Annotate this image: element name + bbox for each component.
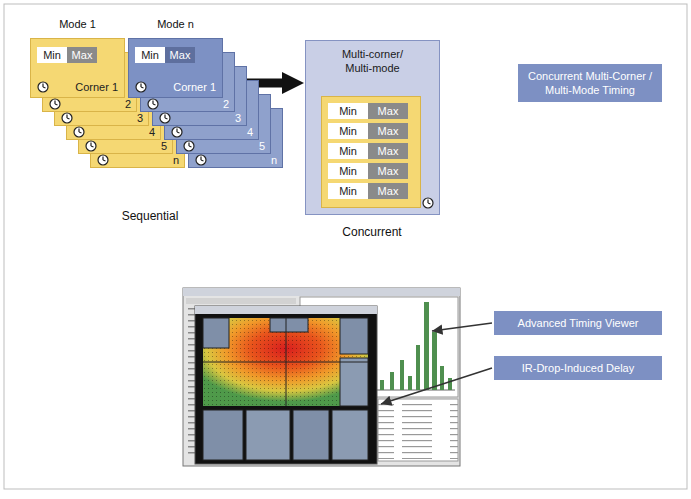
frame (4, 4, 687, 489)
screenshot-detail (195, 306, 377, 464)
clock-icon (135, 81, 147, 93)
screenshot-detail (183, 288, 460, 296)
screenshot-detail (246, 410, 290, 460)
clock-icon (73, 126, 85, 138)
corner-number: n (271, 154, 277, 166)
screenshot-detail (408, 376, 412, 390)
max-cell: Max (67, 47, 97, 63)
corner-label: Corner 1 (37, 80, 118, 94)
max-cell: Max (368, 143, 408, 159)
corner-number: 5 (259, 140, 265, 152)
clock-icon (159, 112, 171, 124)
corner-number: 2 (125, 98, 131, 110)
min-cell: Min (135, 47, 165, 63)
screenshot-detail (203, 410, 243, 460)
screenshot-detail (424, 302, 429, 390)
clock-icon (183, 140, 195, 152)
corner-number: 4 (149, 126, 155, 138)
feature-box: Concurrent Multi-Corner / Multi-Mode Tim… (518, 64, 662, 102)
clock-icon (195, 154, 207, 166)
min-cell: Min (328, 163, 368, 179)
min-cell: Min (328, 103, 368, 119)
screenshot-detail (340, 318, 368, 354)
screenshot-detail (286, 318, 287, 406)
min-cell: Min (37, 47, 67, 63)
screenshot-detail (440, 366, 444, 390)
max-cell: Max (368, 163, 408, 179)
clock-icon (61, 112, 73, 124)
screenshot-detail (203, 318, 368, 406)
corner-number: 3 (235, 112, 241, 124)
screenshot-detail (183, 288, 460, 466)
min-max-row: MinMax (328, 163, 408, 179)
screenshot-detail (186, 298, 296, 304)
screenshot-detail (270, 318, 308, 332)
box-title: Multi-corner/ Multi-mode (333, 47, 413, 75)
leader-line (432, 323, 492, 331)
box-text: IR-Drop-Induced Delay (522, 361, 635, 375)
screenshot-detail (432, 332, 437, 390)
corner-number: 5 (161, 140, 167, 152)
screenshot-detail (448, 378, 452, 390)
screenshot (183, 288, 460, 466)
feature-box: Advanced Timing Viewer (494, 311, 662, 335)
mode-card: Mode nMinMaxCorner 1 (128, 38, 223, 98)
min-cell: Min (328, 123, 368, 139)
clock-icon (37, 81, 49, 93)
screenshot-detail (293, 410, 329, 460)
corner-number: 3 (137, 112, 143, 124)
concurrent-box: Multi-corner/ Multi-modeMinMaxMinMaxMinM… (305, 40, 440, 215)
min-max-row: MinMax (328, 183, 408, 199)
clock-icon (422, 197, 434, 209)
screenshot-detail (380, 380, 384, 390)
screenshot-detail (400, 360, 404, 390)
box-text: Concurrent Multi-Corner / Multi-Mode Tim… (524, 69, 656, 97)
clock-icon (147, 98, 159, 110)
min-max-row: MinMax (328, 103, 408, 119)
caption-wrap: Sequential (90, 209, 210, 223)
screenshot-detail (416, 345, 420, 390)
min-cell: Min (328, 143, 368, 159)
screenshot-detail (203, 318, 368, 406)
stage-label: Sequential (90, 209, 210, 223)
min-cell: Min (328, 183, 368, 199)
clock-icon (49, 98, 61, 110)
screenshot-detail (203, 318, 229, 348)
screenshot-detail (378, 401, 458, 459)
caption-wrap: Concurrent (312, 225, 432, 239)
screenshot-detail (332, 410, 368, 460)
clock-icon (85, 140, 97, 152)
max-cell: Max (368, 183, 408, 199)
min-max-row: MinMax (328, 143, 408, 159)
screenshot-detail (340, 358, 368, 406)
corner-number: n (173, 154, 179, 166)
clock-icon (171, 126, 183, 138)
clock-icon (97, 154, 109, 166)
min-max-row: MinMax (328, 123, 408, 139)
max-cell: Max (368, 103, 408, 119)
mode-card: Mode 1MinMaxCorner 1 (30, 38, 125, 98)
max-cell: Max (165, 47, 195, 63)
corner-number: 4 (247, 126, 253, 138)
box-text: Advanced Timing Viewer (518, 316, 639, 330)
leader-line (381, 368, 492, 404)
corner-label: Corner 1 (135, 80, 216, 94)
feature-box: IR-Drop-Induced Delay (494, 356, 662, 380)
stage-label: Concurrent (312, 225, 432, 239)
corner-number: 2 (223, 98, 229, 110)
screenshot-detail (390, 372, 394, 390)
screenshot-detail (195, 306, 377, 314)
screenshot-detail (378, 399, 458, 461)
max-cell: Max (368, 123, 408, 139)
